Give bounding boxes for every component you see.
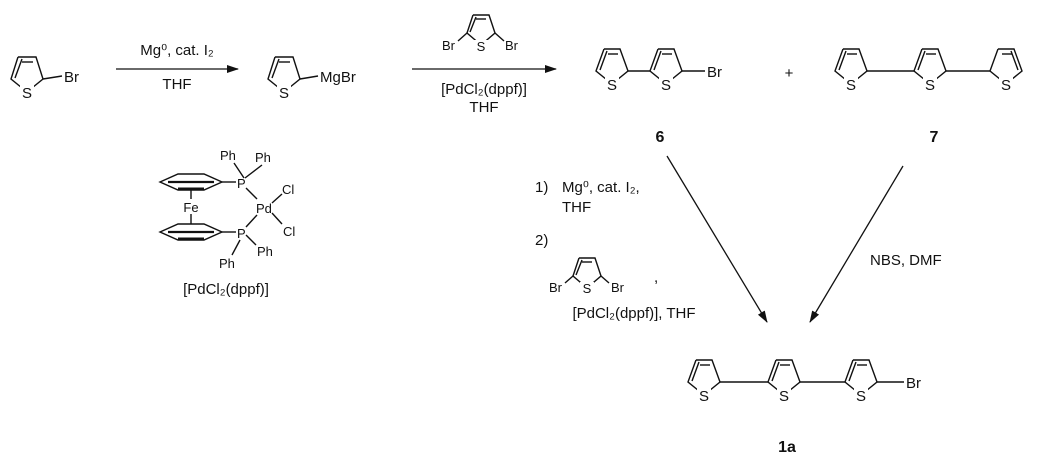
reaction-arrow-7-to-1a: [809, 165, 904, 323]
svg-text:S: S: [477, 39, 486, 54]
svg-text:P: P: [237, 226, 246, 241]
svg-text:S: S: [925, 77, 935, 94]
dppf-catalyst-structure: Fe P Ph Ph Pd Cl Cl P Ph Ph: [158, 148, 295, 271]
svg-text:S: S: [699, 388, 709, 405]
dibromothiophene-reagent: S Br Br: [442, 14, 519, 54]
svg-text:S: S: [856, 388, 866, 405]
compound-6-label: 6: [656, 129, 665, 146]
step2-catalyst: [PdCl₂(dppf)]: [441, 81, 527, 98]
route6-step2-number: 2): [535, 232, 548, 249]
svg-text:Br: Br: [442, 38, 456, 53]
svg-text:S: S: [779, 388, 789, 405]
catalyst-label: [PdCl₂(dppf)]: [183, 281, 269, 298]
svg-text:Br: Br: [549, 280, 563, 295]
route6-step1-solvent: THF: [562, 199, 591, 216]
bromothiophene-molecule: S Br: [10, 56, 79, 102]
svg-text:P: P: [237, 176, 246, 191]
svg-text:S: S: [279, 85, 289, 102]
svg-text:Pd: Pd: [256, 201, 272, 216]
route6-step1-number: 1): [535, 179, 548, 196]
thienyl-grignard-molecule: S MgBr: [267, 56, 356, 102]
plus-sign: +: [785, 65, 794, 82]
svg-text:Br: Br: [611, 280, 625, 295]
svg-text:Ph: Ph: [255, 150, 271, 165]
route6-step2-reagents: [PdCl₂(dppf)], THF: [572, 305, 695, 322]
step2-solvent: THF: [469, 99, 498, 116]
compound-1a-molecule: S S S Br: [687, 359, 921, 405]
svg-text:Br: Br: [906, 375, 921, 392]
svg-text:MgBr: MgBr: [320, 69, 356, 86]
svg-text:Ph: Ph: [220, 148, 236, 163]
svg-text:S: S: [661, 77, 671, 94]
route6-step1-reagents: Mg⁰, cat. I₂,: [562, 179, 640, 196]
svg-text:Br: Br: [707, 64, 722, 81]
svg-text:Cl: Cl: [283, 224, 295, 239]
step1-reagents: Mg⁰, cat. I₂: [140, 42, 214, 59]
compound-1a-label: 1a: [778, 439, 796, 456]
svg-text:Ph: Ph: [219, 256, 235, 271]
svg-text:S: S: [607, 77, 617, 94]
svg-text:Ph: Ph: [257, 244, 273, 259]
svg-text:S: S: [22, 85, 32, 102]
compound-6-molecule: S S Br: [595, 48, 722, 94]
svg-text:Fe: Fe: [183, 200, 198, 215]
route7-reagents: NBS, DMF: [870, 252, 942, 269]
svg-text:S: S: [583, 281, 592, 296]
reaction-arrow-6-to-1a: [666, 155, 768, 323]
svg-text:Br: Br: [505, 38, 519, 53]
svg-text:S: S: [1001, 77, 1011, 94]
step1-solvent: THF: [162, 76, 191, 93]
route6-dibromothiophene: S Br Br: [549, 257, 625, 296]
compound-7-molecule: S S S: [834, 48, 1023, 94]
svg-text:Cl: Cl: [282, 182, 294, 197]
compound-7-label: 7: [930, 129, 939, 146]
svg-text:Br: Br: [64, 69, 79, 86]
route6-comma: ,: [654, 269, 658, 286]
svg-text:S: S: [846, 77, 856, 94]
